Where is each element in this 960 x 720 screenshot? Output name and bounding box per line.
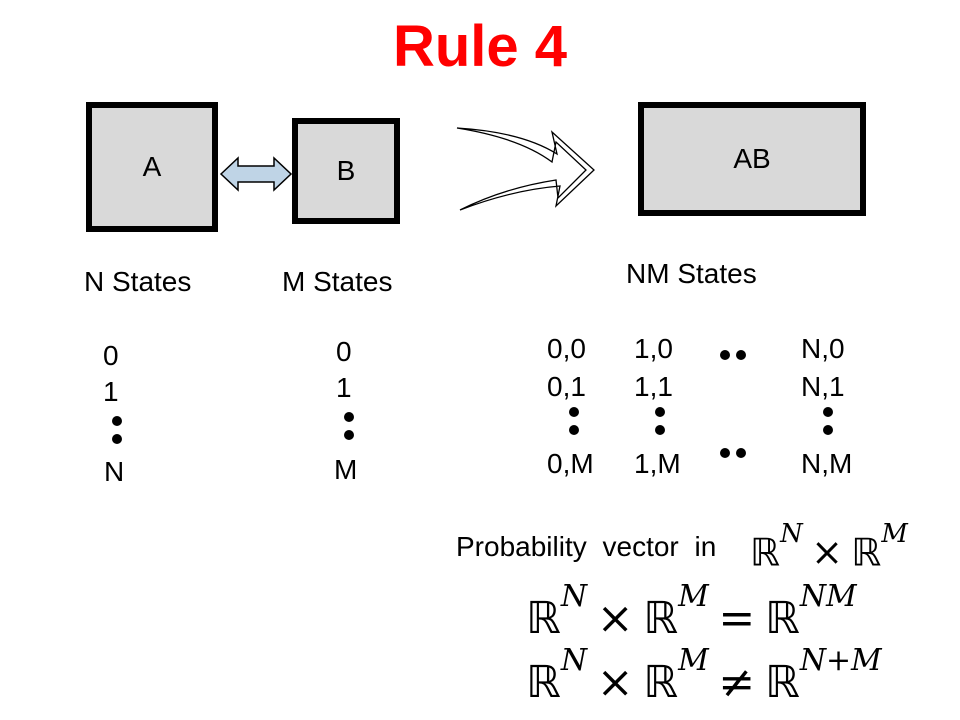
formula-equality: ℝN×ℝM=ℝNM xyxy=(526,579,857,644)
ab-state: 0,M xyxy=(547,448,594,479)
formula-inequality: ℝN×ℝM≠ℝN+M xyxy=(526,643,882,708)
ab-state: 1,1 xyxy=(634,371,673,402)
ellipsis-dot xyxy=(720,448,730,458)
probability-vector-label: Probability vector in xyxy=(456,531,717,562)
ellipsis-dot xyxy=(655,425,665,435)
ab-state: N,0 xyxy=(801,333,845,364)
b-state-m: M xyxy=(334,454,358,485)
ellipsis-dot xyxy=(112,434,122,444)
a-state-1: 1 xyxy=(103,376,119,407)
box-b-label: B xyxy=(336,155,356,186)
box-a-label: A xyxy=(142,151,162,182)
ab-state: 0,0 xyxy=(547,333,586,364)
ellipsis-dot xyxy=(736,448,746,458)
ellipsis-dot xyxy=(569,407,579,417)
ellipsis-dot xyxy=(344,430,354,440)
n-states-label: N States xyxy=(84,266,192,297)
box-ab-label: AB xyxy=(733,143,771,174)
ellipsis-dot xyxy=(655,407,665,417)
a-state-0: 0 xyxy=(103,340,119,371)
transform-arrow-icon xyxy=(456,127,595,211)
a-state-n: N xyxy=(104,456,125,487)
b-state-0: 0 xyxy=(336,336,352,367)
ab-state: 1,0 xyxy=(634,333,673,364)
box-b: B xyxy=(292,118,400,224)
ab-state: 0,1 xyxy=(547,371,586,402)
ellipsis-dot xyxy=(736,350,746,360)
ab-state: 1,M xyxy=(634,448,681,479)
ellipsis-dot xyxy=(569,425,579,435)
double-arrow-icon xyxy=(219,156,293,192)
ellipsis-dot xyxy=(823,407,833,417)
ellipsis-dot xyxy=(720,350,730,360)
m-states-label: M States xyxy=(282,266,393,297)
b-state-1: 1 xyxy=(336,372,352,403)
box-ab: AB xyxy=(638,102,866,216)
ellipsis-dot xyxy=(823,425,833,435)
formula-product-space: ℝN×ℝM xyxy=(750,519,908,575)
ellipsis-dot xyxy=(112,416,122,426)
ellipsis-dot xyxy=(344,412,354,422)
ab-state: N,M xyxy=(801,448,853,479)
box-a: A xyxy=(86,102,218,232)
nm-states-label: NM States xyxy=(626,258,757,289)
ab-state: N,1 xyxy=(801,371,845,402)
page-title: Rule 4 xyxy=(392,14,568,79)
